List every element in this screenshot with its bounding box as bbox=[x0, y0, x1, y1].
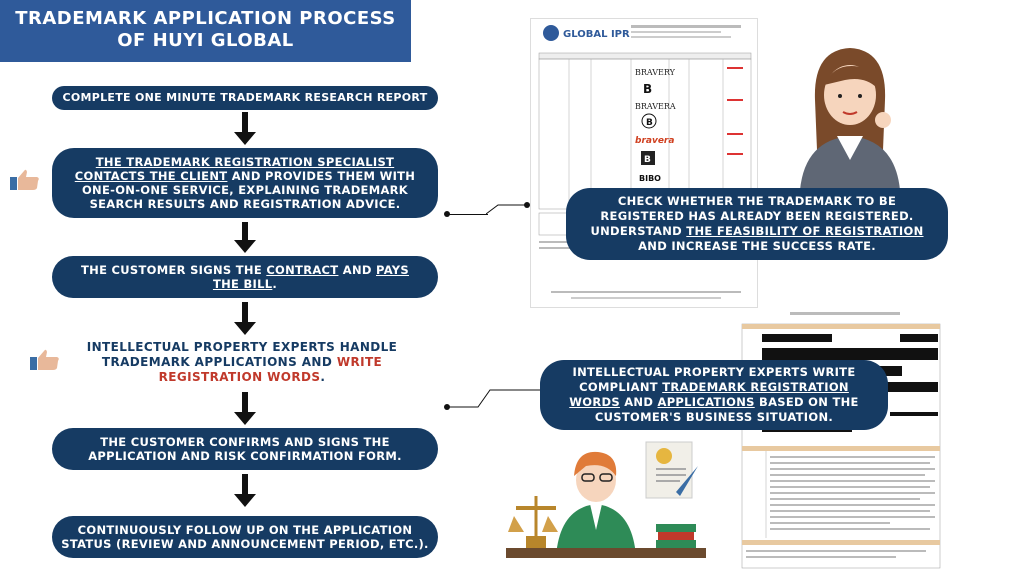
trademark-application-form-document bbox=[740, 308, 942, 570]
step-5-confirm-sign: THE CUSTOMER CONFIRMS AND SIGNS THE APPL… bbox=[52, 428, 438, 470]
lawyer-at-desk-illustration bbox=[506, 441, 706, 558]
trademark-search-report-document: GLOBAL IPR BRAVERY B BRAVERA B bravera B… bbox=[530, 18, 758, 308]
step-3-mid: AND bbox=[338, 263, 377, 277]
connector-line bbox=[448, 214, 488, 215]
connector-dot bbox=[524, 202, 530, 208]
callout-1-line-1: CHECK WHETHER THE TRADEMARK TO BE bbox=[617, 194, 897, 208]
step-1-research-report: COMPLETE ONE MINUTE TRADEMARK RESEARCH R… bbox=[52, 86, 438, 110]
callout-experts-write: INTELLECTUAL PROPERTY EXPERTS WRITE COMP… bbox=[540, 360, 888, 430]
step-4-line-2-red: WRITE bbox=[336, 355, 383, 369]
svg-text:B: B bbox=[646, 118, 653, 128]
step-2-line-1: THE TRADEMARK REGISTRATION SPECIALIST bbox=[95, 155, 395, 169]
step-2-line-4: SEARCH RESULTS AND REGISTRATION ADVICE. bbox=[89, 197, 401, 211]
report-table-illustration: GLOBAL IPR BRAVERY B BRAVERA B bravera B… bbox=[538, 25, 752, 299]
callout-check-registration: CHECK WHETHER THE TRADEMARK TO BE REGIST… bbox=[566, 188, 948, 260]
step-2-line-3: ONE-ON-ONE SERVICE, EXPLAINING TRADEMARK bbox=[81, 183, 409, 197]
application-form-illustration bbox=[741, 312, 941, 569]
step-4-line-3-end: . bbox=[320, 370, 326, 384]
callout-2-line-1: INTELLECTUAL PROPERTY EXPERTS WRITE bbox=[572, 365, 856, 379]
step-1-text: COMPLETE ONE MINUTE TRADEMARK RESEARCH R… bbox=[62, 91, 428, 104]
step-4-line-3-red: REGISTRATION WORDS bbox=[158, 370, 321, 384]
callout-1-line-2: REGISTERED HAS ALREADY BEEN REGISTERED. bbox=[600, 209, 914, 223]
callout-1-line-3-underlined: THE FEASIBILITY OF REGISTRATION bbox=[686, 224, 924, 238]
callout-2-line-2-underlined: TRADEMARK REGISTRATION bbox=[662, 380, 849, 394]
step-3-line-2: THE BILL bbox=[212, 277, 273, 291]
step-6-line-1: CONTINUOUSLY FOLLOW UP ON THE APPLICATIO… bbox=[77, 523, 413, 537]
step-2-specialist-contacts: THE TRADEMARK REGISTRATION SPECIALIST CO… bbox=[52, 148, 438, 218]
connector-line bbox=[486, 204, 526, 215]
step-2-line-2-underlined: CONTACTS THE CLIENT bbox=[74, 169, 228, 183]
connector-dot bbox=[444, 211, 450, 217]
page-title: TRADEMARK APPLICATION PROCESS OF HUYI GL… bbox=[0, 0, 411, 62]
callout-1-line-4: AND INCREASE THE SUCCESS RATE. bbox=[638, 239, 876, 253]
step-4-line-1: INTELLECTUAL PROPERTY EXPERTS HANDLE bbox=[86, 340, 398, 354]
thumbs-up-icon bbox=[10, 169, 39, 190]
step-4-line-2-pre: TRADEMARK APPLICATIONS AND bbox=[101, 355, 337, 369]
step-3-pre: THE CUSTOMER SIGNS THE bbox=[81, 263, 267, 277]
callout-2-line-3-mid: AND bbox=[619, 395, 658, 409]
connector-dot bbox=[444, 404, 450, 410]
step-5-line-2: APPLICATION AND RISK CONFIRMATION FORM. bbox=[88, 449, 402, 463]
svg-text:bravera: bravera bbox=[635, 136, 674, 146]
title-line-1: TRADEMARK APPLICATION PROCESS bbox=[15, 8, 396, 29]
step-3-sign-contract: THE CUSTOMER SIGNS THE CONTRACT AND PAYS… bbox=[52, 256, 438, 298]
step-3-pays: PAYS bbox=[376, 263, 409, 277]
connector-line bbox=[448, 389, 540, 408]
svg-text:B: B bbox=[644, 155, 651, 165]
step-3-end: . bbox=[272, 277, 278, 291]
thumbs-up-icon bbox=[30, 349, 59, 370]
callout-2-line-4: CUSTOMER'S BUSINESS SITUATION. bbox=[594, 410, 834, 424]
step-4-experts-handle: INTELLECTUAL PROPERTY EXPERTS HANDLE TRA… bbox=[62, 340, 422, 385]
step-6-line-2: STATUS (REVIEW AND ANNOUNCEMENT PERIOD, … bbox=[61, 537, 429, 551]
global-ipr-logo: GLOBAL IPR bbox=[563, 29, 630, 40]
callout-1-line-3-pre: UNDERSTAND bbox=[590, 224, 687, 238]
callout-2-line-3-applications: APPLICATIONS bbox=[657, 395, 755, 409]
svg-text:BIBO: BIBO bbox=[639, 174, 661, 183]
title-line-2: OF HUYI GLOBAL bbox=[117, 30, 294, 51]
callout-2-line-2-pre: COMPLIANT bbox=[579, 380, 663, 394]
svg-text:BRAVERA: BRAVERA bbox=[635, 102, 676, 111]
step-5-line-1: THE CUSTOMER CONFIRMS AND SIGNS THE bbox=[100, 435, 390, 449]
svg-text:B: B bbox=[643, 82, 652, 96]
step-6-follow-up: CONTINUOUSLY FOLLOW UP ON THE APPLICATIO… bbox=[52, 516, 438, 558]
step-2-line-2-rest: AND PROVIDES THEM WITH bbox=[227, 169, 416, 183]
step-3-contract: CONTRACT bbox=[266, 263, 339, 277]
callout-2-line-3-end: BASED ON THE bbox=[754, 395, 859, 409]
callout-2-line-3-words: WORDS bbox=[569, 395, 620, 409]
svg-text:BRAVERY: BRAVERY bbox=[635, 68, 676, 77]
consultant-woman-illustration bbox=[800, 48, 900, 190]
